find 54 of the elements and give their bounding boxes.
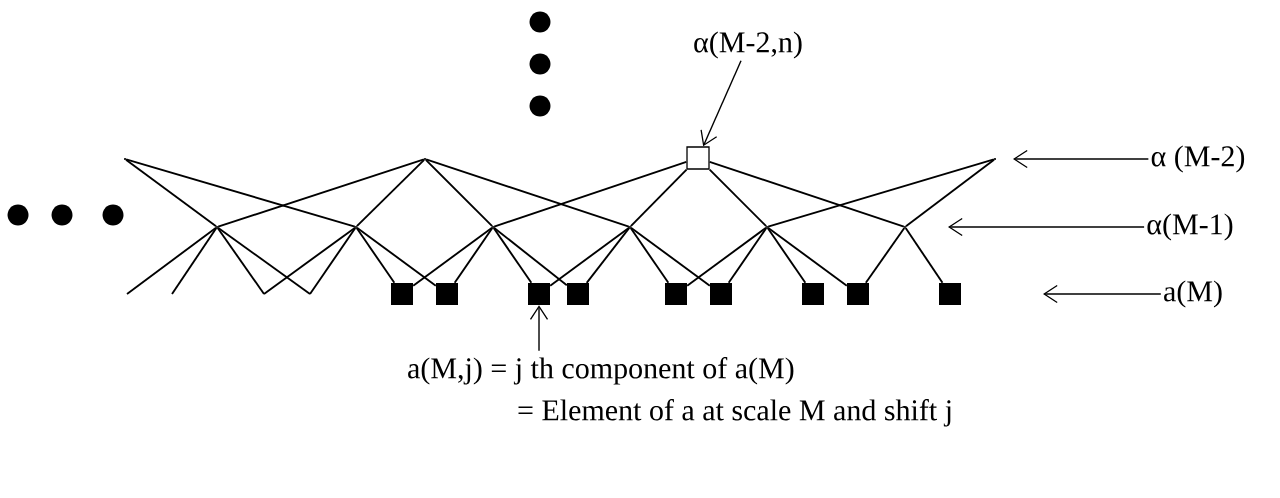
line [629,168,688,228]
line [492,227,533,284]
line [126,226,217,295]
line [727,227,768,284]
label: α(M-2,n) [694,31,802,59]
line [216,227,265,295]
line [309,227,357,295]
line [766,227,807,284]
line [263,226,356,295]
line [585,227,631,284]
line [217,158,425,228]
line [355,158,426,228]
line [125,158,356,228]
arrow [948,217,1145,237]
filled-square [847,283,869,305]
filled-square [802,283,824,305]
open-square [686,146,710,170]
line [767,226,848,287]
line [904,227,944,284]
line [864,227,906,284]
line [171,227,218,295]
label: α (M-2) [1151,145,1245,173]
label: α(M-1) [1147,213,1233,241]
line [125,158,217,228]
line [412,226,493,287]
line [217,226,311,295]
filled-square [939,283,961,305]
filled-square [436,283,458,305]
line [686,226,767,287]
line [767,158,995,228]
line [424,158,494,228]
filled-square [391,283,413,305]
line [356,226,437,287]
line [355,227,396,284]
arrow [529,305,549,352]
line [708,160,905,228]
arrow [1013,149,1150,169]
line [629,227,670,284]
filled-square [567,283,589,305]
arrow [700,60,742,147]
label: a(M) [1164,280,1222,308]
line [453,227,494,284]
line [549,226,630,287]
line [905,158,995,228]
arrow [1043,284,1162,304]
label: a(M,j) = j th component of a(M) = Element of a at scale M and shift j [408,357,951,427]
filled-square [665,283,687,305]
filled-square [710,283,732,305]
line [493,160,688,228]
filled-square [528,283,550,305]
line [630,226,711,287]
line [708,168,768,228]
line [425,158,630,228]
line [493,226,568,287]
